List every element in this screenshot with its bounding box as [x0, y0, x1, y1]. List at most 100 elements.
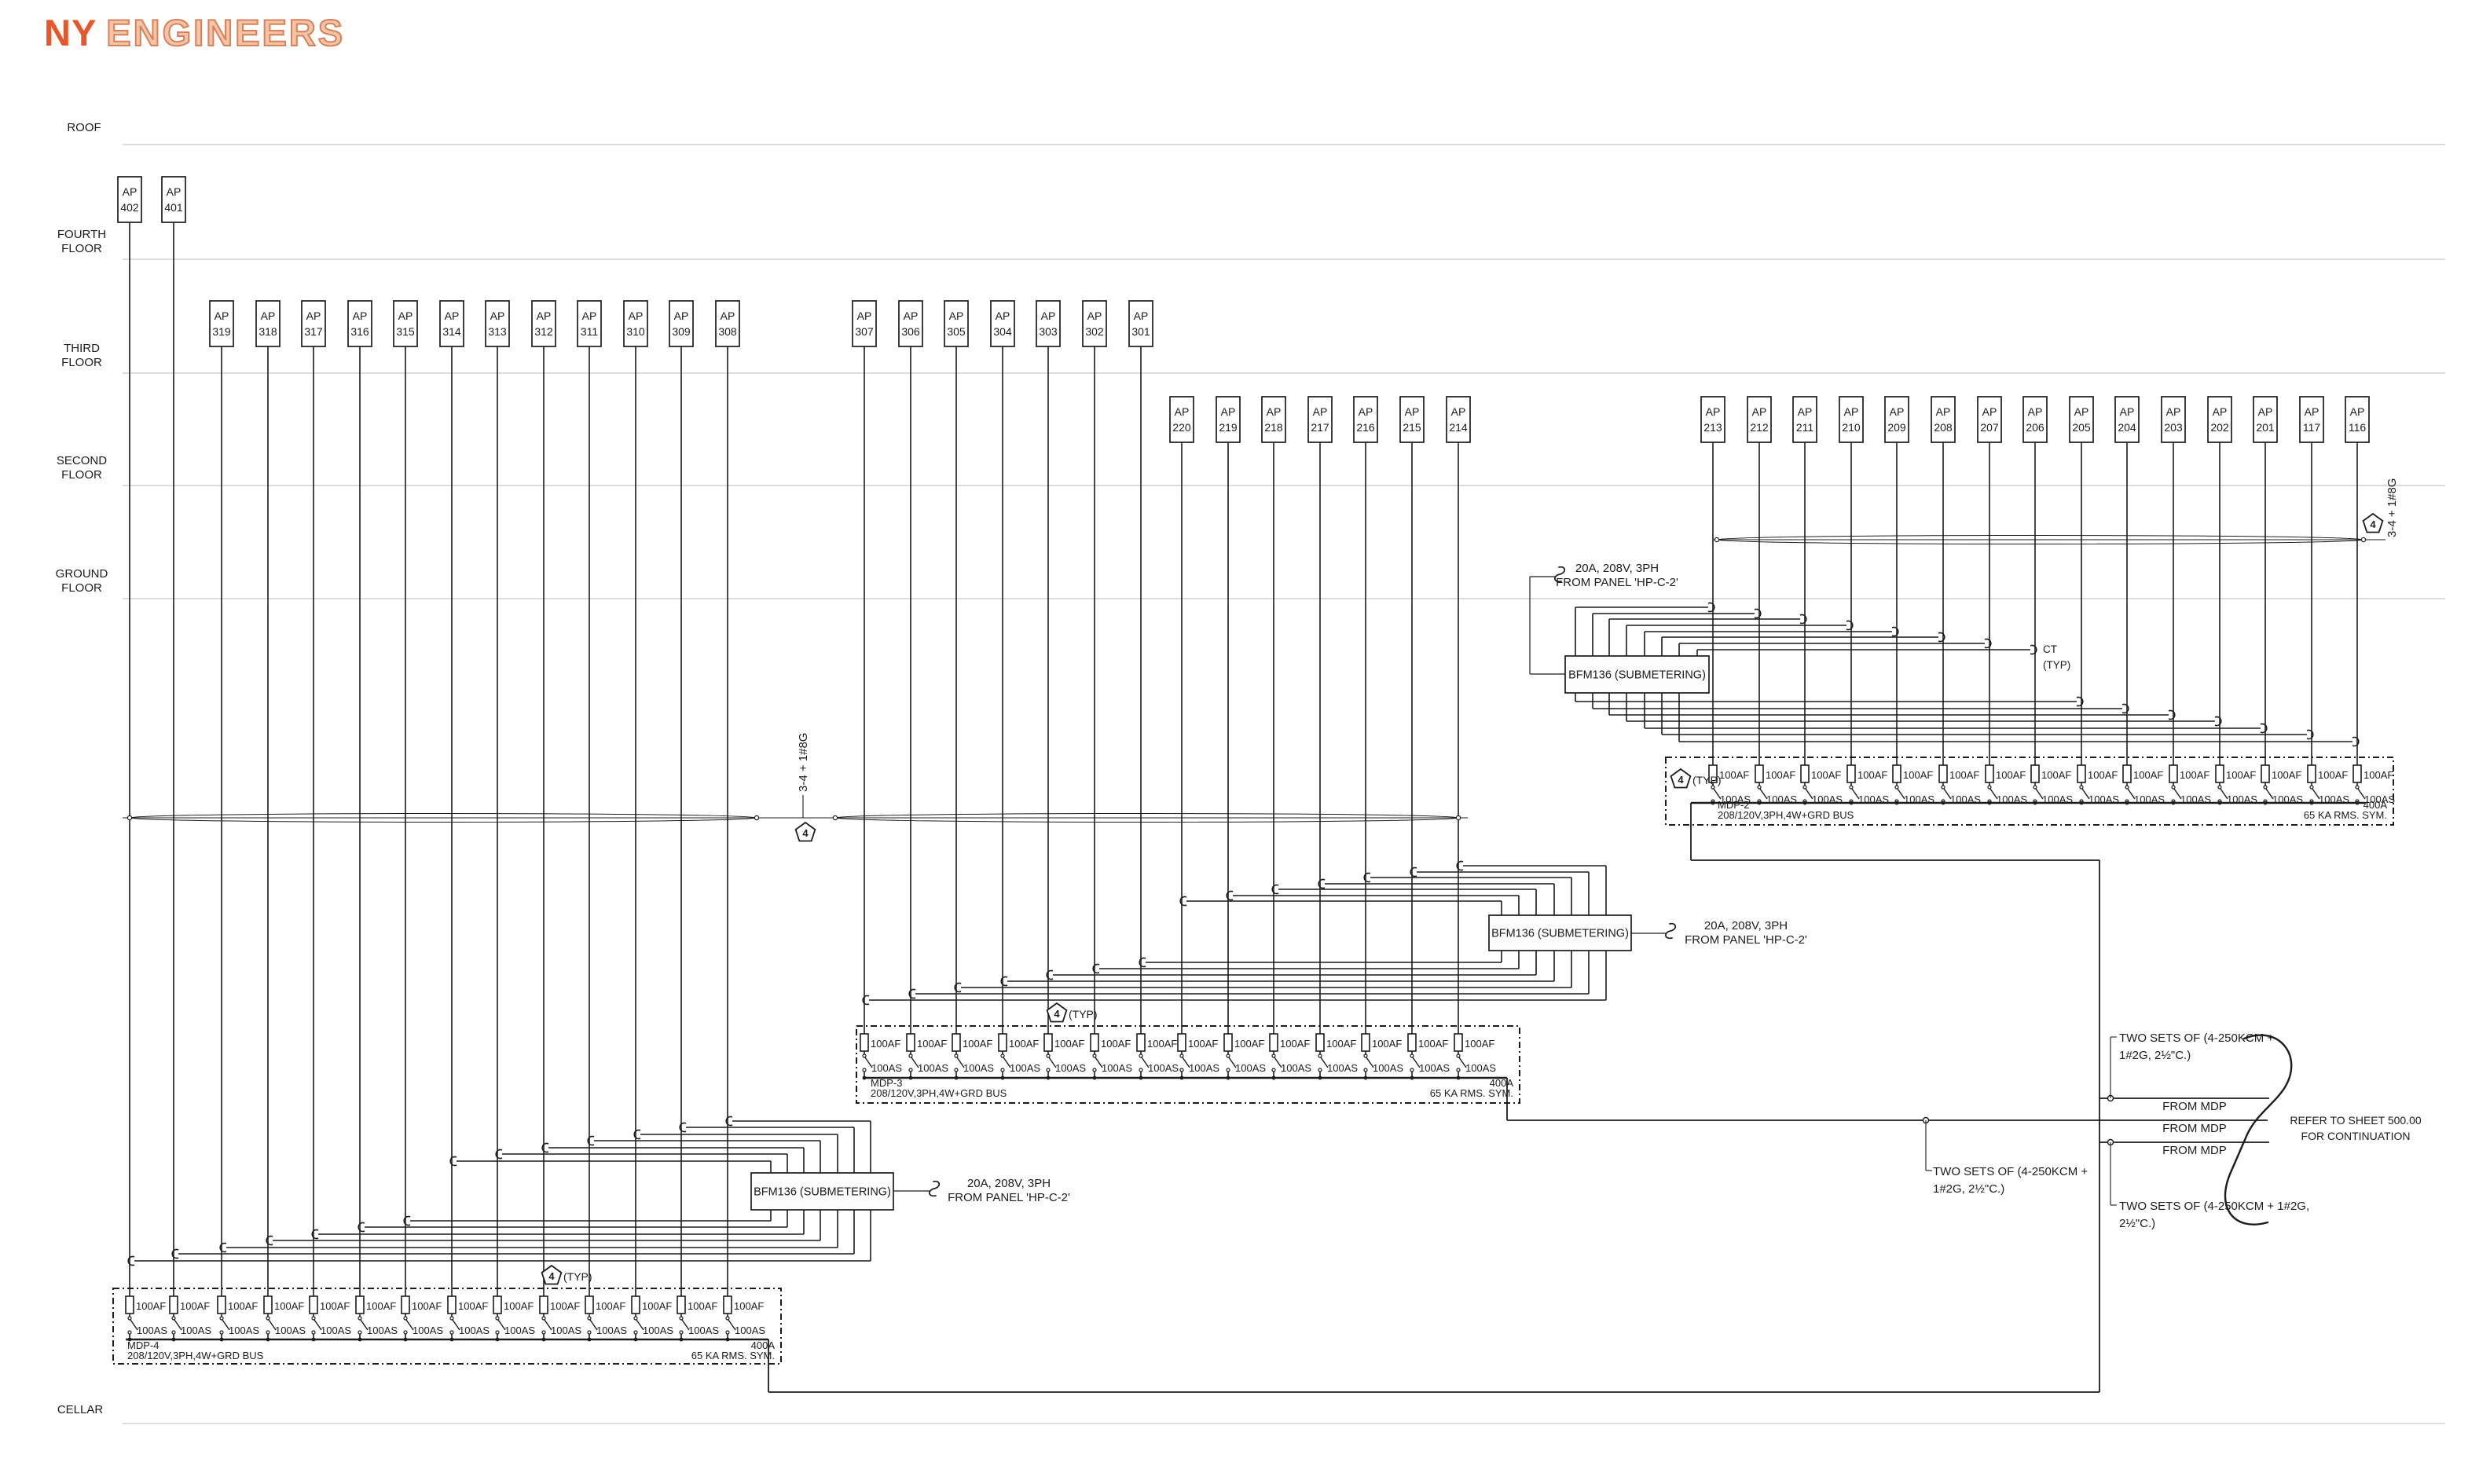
ap-box-number-label: 402: [120, 201, 139, 214]
ct-typ-label: CT: [2043, 643, 2057, 655]
breaker-af-label: 100AF: [458, 1300, 488, 1312]
ap-box-prefix-label: AP: [1405, 405, 1420, 418]
ap-box-prefix-label: AP: [857, 310, 872, 322]
breaker-as-label: 100AS: [1055, 1062, 1086, 1074]
breaker-pivot-node: [2217, 785, 2222, 790]
breaker-blade-icon: [2081, 788, 2090, 800]
breaker-pivot-node: [311, 1316, 316, 1321]
breaker-af-label: 100AF: [1234, 1038, 1264, 1050]
breaker-fuse-icon: [493, 1295, 502, 1314]
breaker-fuse-icon: [1892, 764, 1901, 783]
breaker-contact-node: [725, 1330, 730, 1335]
ap-box-210: [1839, 396, 1864, 443]
breaker-pivot-node: [1000, 1053, 1005, 1058]
panel-pentagon-4-icon: [541, 1264, 563, 1285]
breaker-pivot-node: [1046, 1053, 1051, 1058]
breaker-as-label: 100AS: [1281, 1062, 1311, 1074]
breaker-as-label: 100AS: [871, 1062, 902, 1074]
breaker-fuse-icon: [860, 1033, 869, 1052]
ap-box-219: [1216, 396, 1241, 443]
bus-tap-dot: [403, 1337, 408, 1342]
lens-tip-node: [1455, 815, 1461, 821]
breaker-pivot-node: [171, 1316, 176, 1321]
ap-box-number-label: 202: [2210, 421, 2229, 434]
ap-box-number-label: 301: [1131, 325, 1150, 338]
bus-tap-dot: [1987, 801, 1992, 805]
ct-hook-icon: [127, 1255, 135, 1266]
ct-hook-icon: [1410, 867, 1417, 878]
breaker-fuse-icon: [1315, 1033, 1325, 1052]
bus-tap-dot: [1046, 1075, 1051, 1080]
ap-box-number-label: 211: [1796, 421, 1814, 434]
breaker-fuse-icon: [309, 1295, 318, 1314]
ap-box-number-label: 317: [304, 325, 323, 338]
source-annotation-label: 20A, 208V, 3PH: [967, 1177, 1051, 1190]
breaker-pivot-node: [266, 1316, 270, 1321]
breaker-fuse-icon: [1985, 764, 1994, 783]
breaker-contact-node: [495, 1330, 500, 1335]
breaker-contact-node: [219, 1330, 224, 1335]
breaker-blade-icon: [1228, 1057, 1237, 1068]
ct-hook-icon: [1707, 602, 1715, 613]
panel-bus-spec-label: 208/120V,3PH,4W+GRD BUS: [871, 1087, 1007, 1099]
breaker-blade-icon: [2357, 788, 2366, 800]
breaker-pivot-node: [2171, 785, 2176, 790]
breaker-af-label: 100AF: [1719, 769, 1749, 781]
ap-box-number-label: 117: [2303, 421, 2321, 434]
breaker-blade-icon: [728, 1319, 736, 1331]
bus-tap-dot: [2033, 801, 2037, 805]
source-annotation-label: 20A, 208V, 3PH: [1704, 919, 1788, 933]
ap-box-213: [1700, 396, 1725, 443]
breaker-pivot-node: [2309, 785, 2314, 790]
bus-tap-dot: [1318, 1075, 1322, 1080]
ap-box-311: [577, 300, 602, 347]
ap-box-prefix-label: AP: [629, 310, 644, 322]
breaker-fuse-icon: [1136, 1033, 1146, 1052]
breaker-as-label: 100AS: [2227, 793, 2257, 805]
breaker-contact-node: [1318, 1068, 1322, 1072]
breaker-blade-icon: [452, 1319, 460, 1331]
continuation-break-icon: [2224, 1034, 2293, 1226]
ct-hook-icon: [1363, 872, 1371, 883]
ap-box-prefix-label: AP: [2350, 405, 2365, 418]
typ-label: (TYP): [1692, 774, 1722, 786]
breaker-as-label: 100AS: [2364, 793, 2395, 805]
ap-box-number-label: 116: [2349, 421, 2367, 434]
ap-box-number-label: 219: [1219, 421, 1238, 434]
breaker-as-label: 100AS: [1766, 793, 1797, 805]
ct-hook-icon: [2352, 736, 2360, 747]
ap-box-prefix-label: AP: [353, 310, 368, 322]
breaker-fuse-icon: [952, 1033, 961, 1052]
breaker-as-label: 100AS: [1904, 793, 1934, 805]
breaker-pivot-node: [1711, 785, 1715, 790]
breaker-pivot-node: [1410, 1053, 1414, 1058]
breaker-fuse-icon: [1177, 1033, 1186, 1052]
breaker-as-label: 100AS: [1465, 1062, 1496, 1074]
breaker-as-label: 100AS: [1950, 793, 1981, 805]
ap-box-number-label: 217: [1311, 421, 1329, 434]
ap-box-prefix-label: AP: [1267, 405, 1282, 418]
lens-tip-node: [127, 815, 133, 821]
refer-note-label: FOR CONTINUATION: [2301, 1130, 2411, 1142]
from-mdp-label: FROM MDP: [2162, 1122, 2227, 1135]
ap-box-prefix-label: AP: [949, 310, 964, 322]
breaker-fuse-icon: [631, 1295, 640, 1314]
breaker-blade-icon: [497, 1319, 506, 1331]
bus-tap-dot: [171, 1337, 176, 1342]
bfm136-meter-box: [1564, 655, 1710, 694]
riser-size-label: 3-4 + 1#8G: [797, 733, 810, 792]
bus-tap-dot: [2355, 801, 2360, 805]
breaker-as-label: 100AS: [643, 1325, 673, 1336]
bus-tap-dot: [2217, 801, 2222, 805]
breaker-blade-icon: [405, 1319, 414, 1331]
ap-box-number-label: 307: [855, 325, 874, 338]
breaker-pivot-node: [495, 1316, 500, 1321]
ct-hook-icon: [1318, 878, 1326, 889]
ap-box-prefix-label: AP: [582, 310, 597, 322]
bus-tap-dot: [358, 1337, 362, 1342]
breaker-fuse-icon: [1755, 764, 1764, 783]
panel-MDP-4: [112, 1288, 782, 1365]
bus-tap-dot: [1226, 1075, 1230, 1080]
ap-box-304: [990, 300, 1015, 347]
bus-tap-dot: [449, 1337, 454, 1342]
